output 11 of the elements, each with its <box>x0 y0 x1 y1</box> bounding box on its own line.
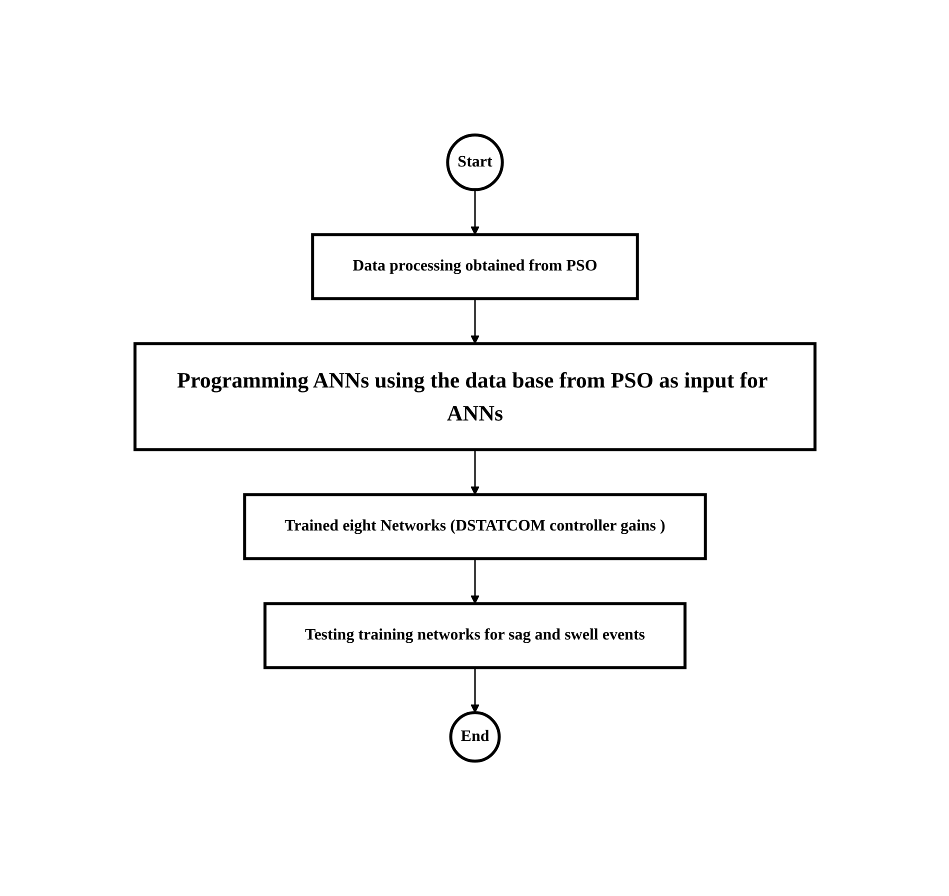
node-box: Programming ANNs using the data base from PSO as input for ANNs <box>133 342 816 452</box>
node-circle: Start <box>446 133 504 192</box>
arrow <box>470 450 479 495</box>
arrow <box>470 558 479 604</box>
arrow <box>470 668 479 713</box>
node-circle: End <box>448 711 500 763</box>
arrow <box>470 298 479 344</box>
arrow <box>470 190 479 235</box>
node-box: Data processing obtained from PSO <box>310 233 638 300</box>
node-box: Testing training networks for sag and swell events <box>262 602 686 670</box>
node-box: Trained eight Networks (DSTATCOM controller gains ) <box>242 493 706 560</box>
